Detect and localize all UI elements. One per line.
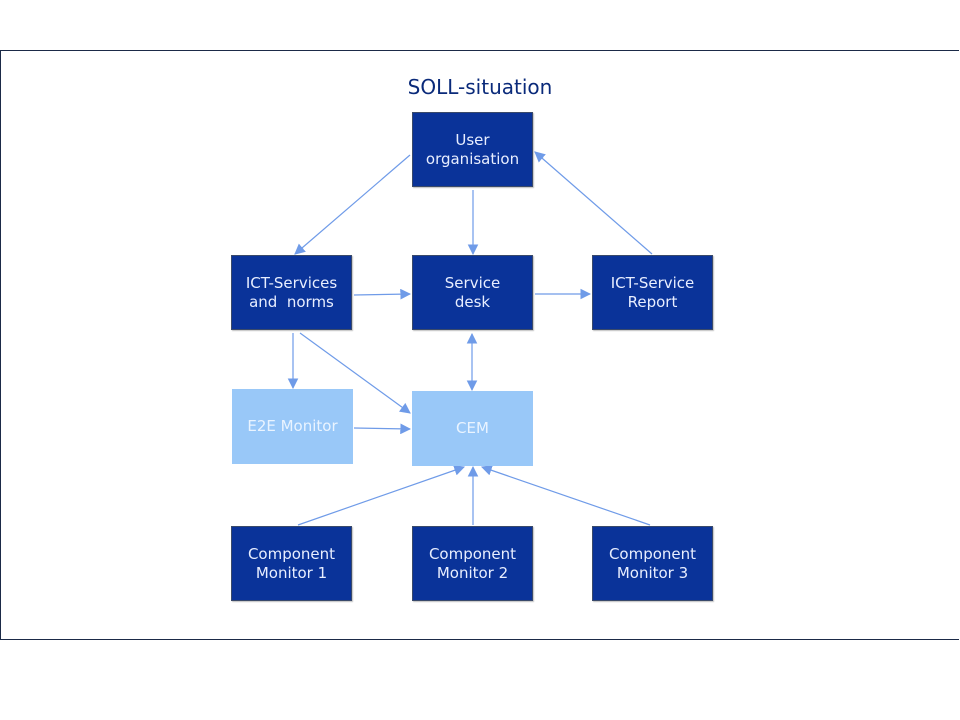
edge-ict-services-to-cem [299,332,411,414]
node-e2e-monitor[interactable]: E2E Monitor [232,389,353,464]
node-label-line1: Service [444,273,501,292]
node-label-line2: Monitor 3 [616,563,689,582]
node-label: CEM [456,419,489,437]
node-label-line1: Component [608,544,697,563]
node-label-line2: Monitor 2 [436,563,509,582]
node-label-line2: Report [627,292,678,311]
edge-comp1-to-cem [297,465,466,526]
node-label: E2E Monitor [247,417,338,435]
edge-comp3-to-cem [480,465,651,526]
edge-e2e-to-cem [353,423,412,435]
edge-user-to-ict-services [294,154,411,255]
node-label-line2: organisation [425,149,520,168]
node-label-line2: desk [454,292,491,311]
diagram-title: SOLL-situation [407,75,553,99]
node-cem[interactable]: CEM [412,391,533,466]
edge-report-to-user [534,151,653,255]
node-label-line2: Monitor 1 [255,563,328,582]
node-label-line2: and norms [249,292,334,311]
node-label-line1: ICT-Services [245,273,338,292]
node-label-line1: User [455,130,490,149]
node-label-line1: Component [247,544,336,563]
node-label-line1: ICT-Service [610,273,695,292]
node-label-line1: Component [428,544,517,563]
edge-ict-services-to-service-desk [353,288,412,300]
slide-frame [0,50,959,640]
